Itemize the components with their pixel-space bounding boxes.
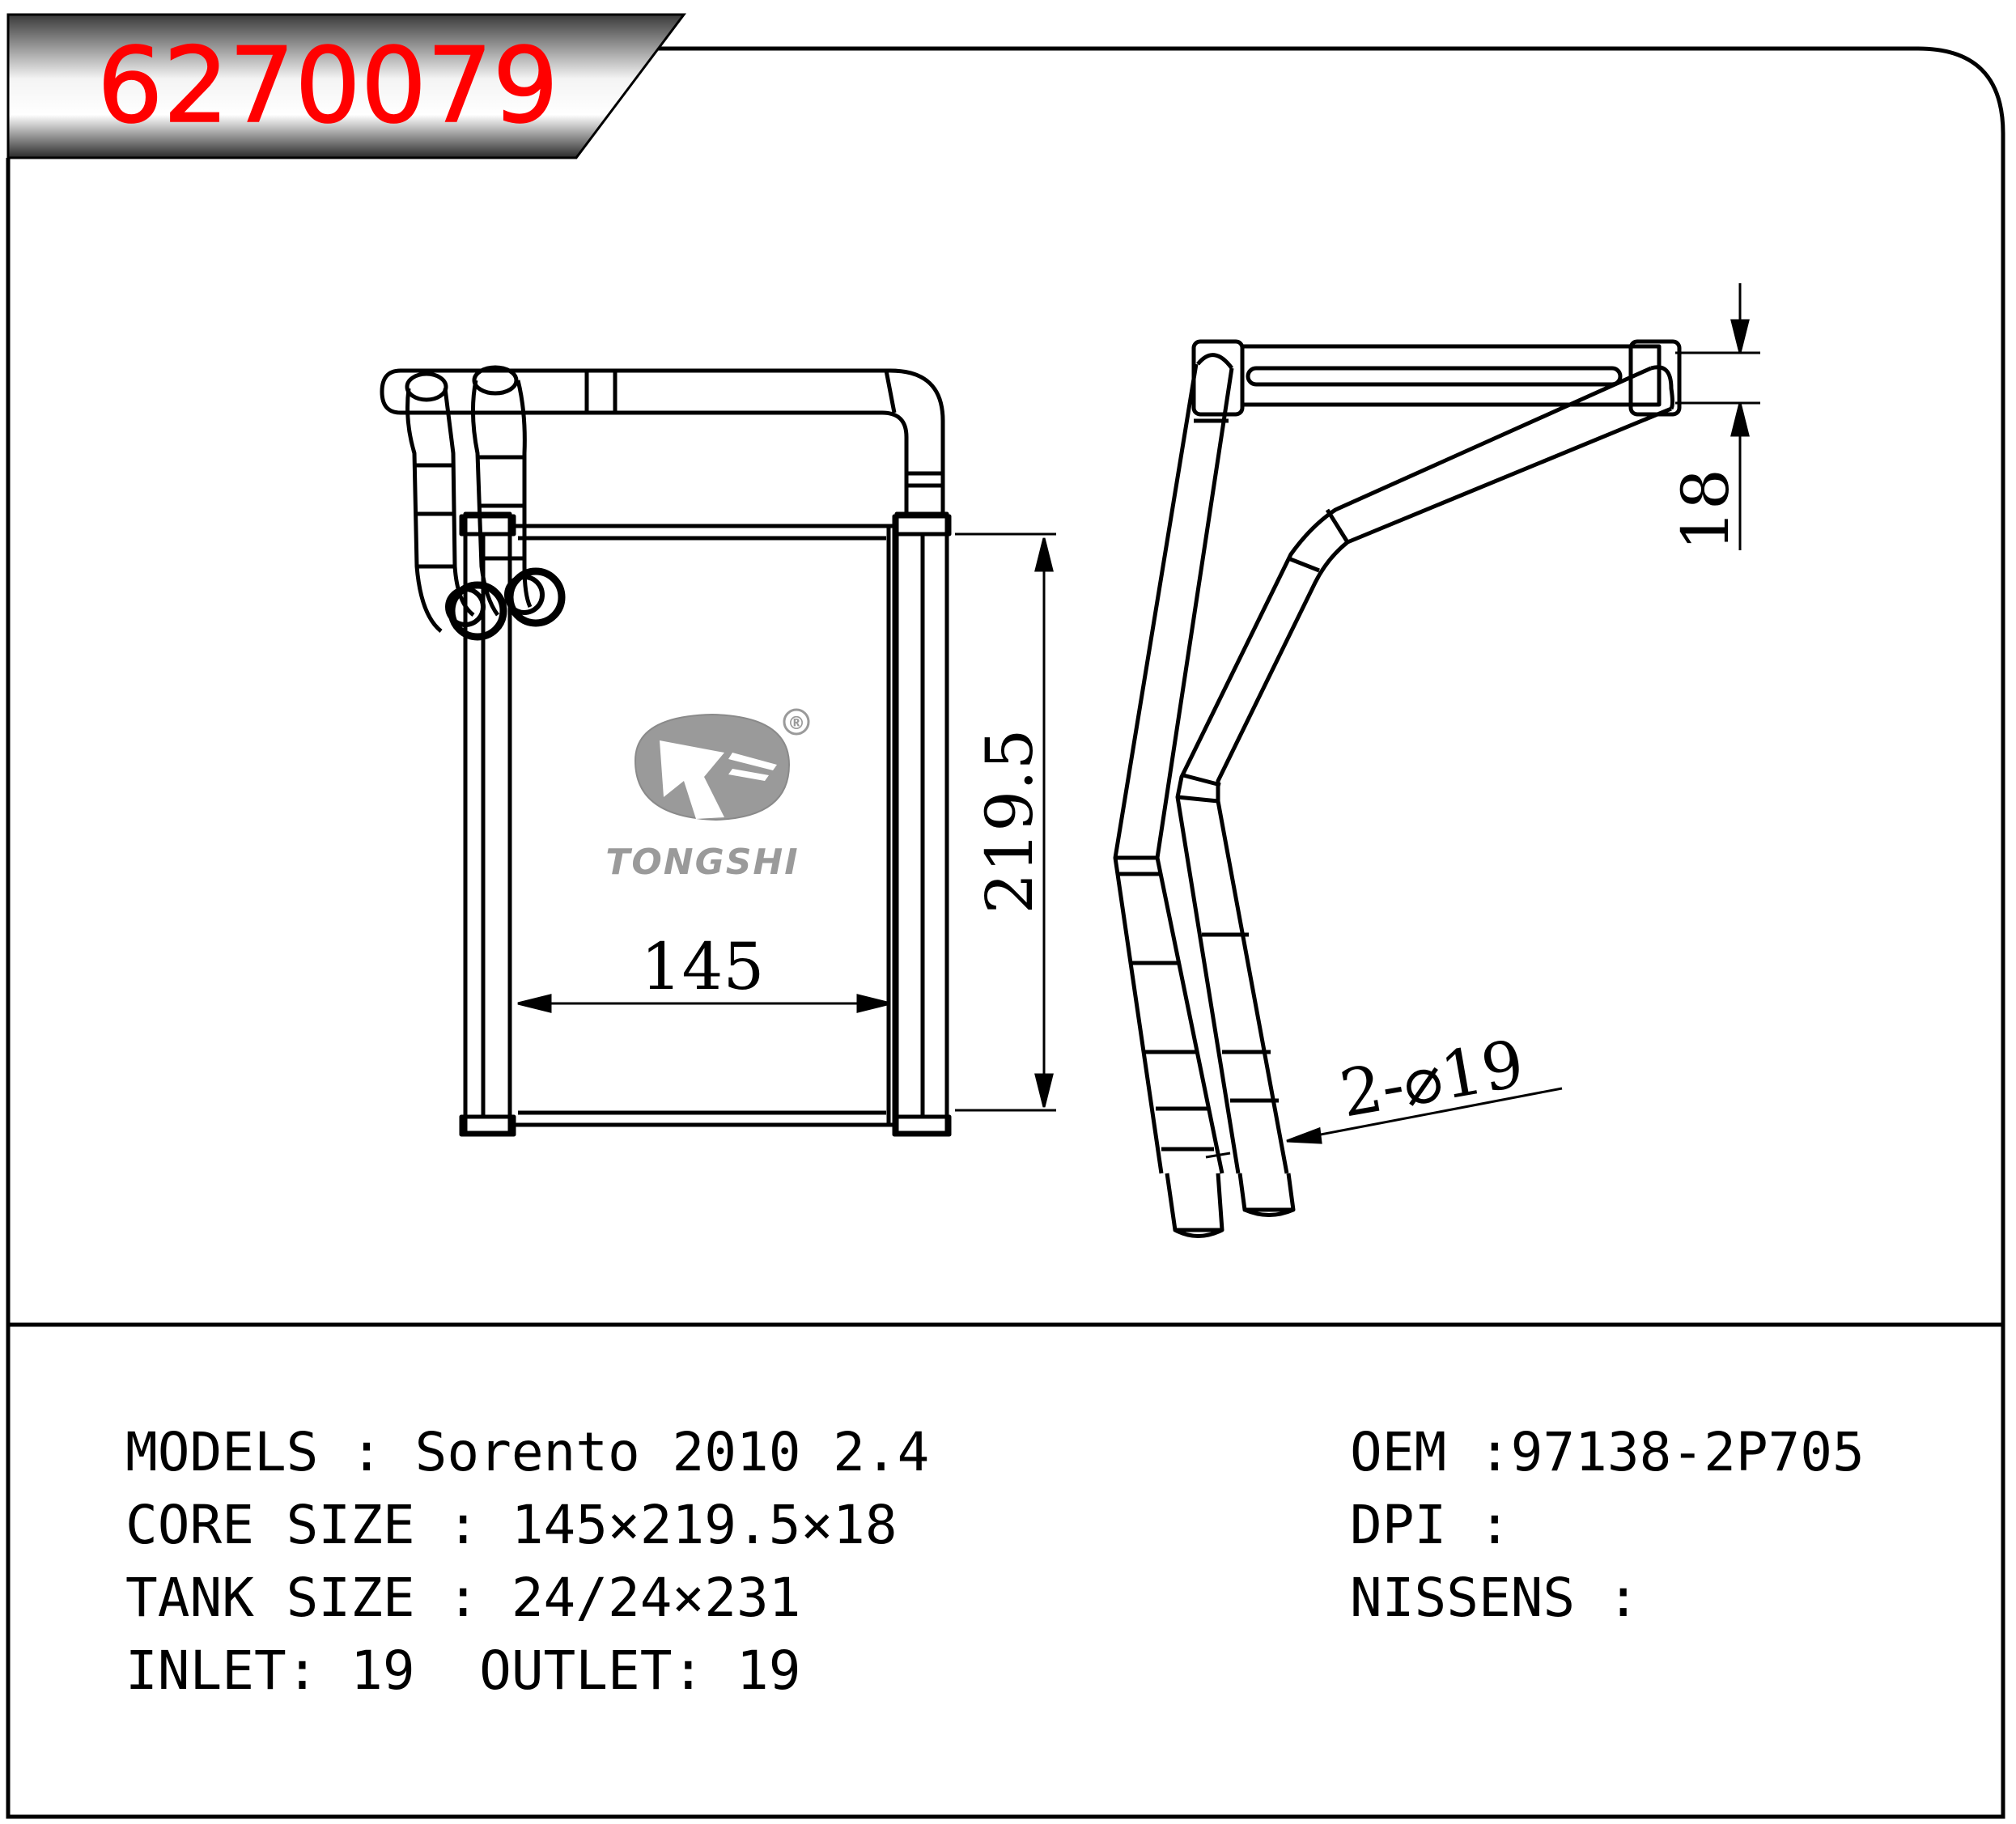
side-pipe-left-end [1165,1173,1224,1238]
width-dimension [517,994,891,1013]
height-dimension [955,532,1056,1112]
inlet-ring [448,581,507,641]
side-view [1113,339,1682,1238]
thickness-dimension [1675,283,1760,550]
dimension-thickness-label: 18 [1668,469,1743,551]
title-banner [6,13,687,159]
spec-oem: OEM :97138-2P705 [1350,1421,1865,1483]
dimension-pipes-label: 2-⌀19 [1335,1026,1530,1132]
side-pipe-right [1175,366,1672,1174]
registered-mark-circle [783,708,810,736]
tongshi-logo-icon [634,708,810,821]
spec-models: MODELS : Sorento 2010 2.4 [125,1421,930,1483]
top-pipe [401,368,945,518]
spec-inlet-outlet: INLET: 19 OUTLET: 19 [125,1639,801,1702]
outer-frame [6,46,2005,1819]
spec-tank-size: TANK SIZE : 24/24×231 [125,1567,801,1629]
front-view [380,365,952,1137]
side-pipe-right-end [1237,1173,1296,1217]
bent-pipe-right [470,380,533,617]
outlet-ring [506,567,566,627]
dimension-width-label: 145 [641,929,765,1004]
dimension-height-label: 219.5 [972,728,1047,914]
bent-pipe-left [405,388,475,633]
registered-mark: ® [787,714,805,734]
spec-nissens: NISSENS : [1350,1567,1640,1629]
brand-name: TONGSHI [605,842,799,883]
spec-dpi: DPI : [1350,1494,1511,1556]
side-tank [1240,344,1662,407]
pipe-diameter-leader [1205,1087,1563,1159]
core [507,524,897,1127]
part-number: 6270079 [97,26,558,146]
spec-core-size: CORE SIZE : 145×219.5×18 [125,1494,898,1556]
